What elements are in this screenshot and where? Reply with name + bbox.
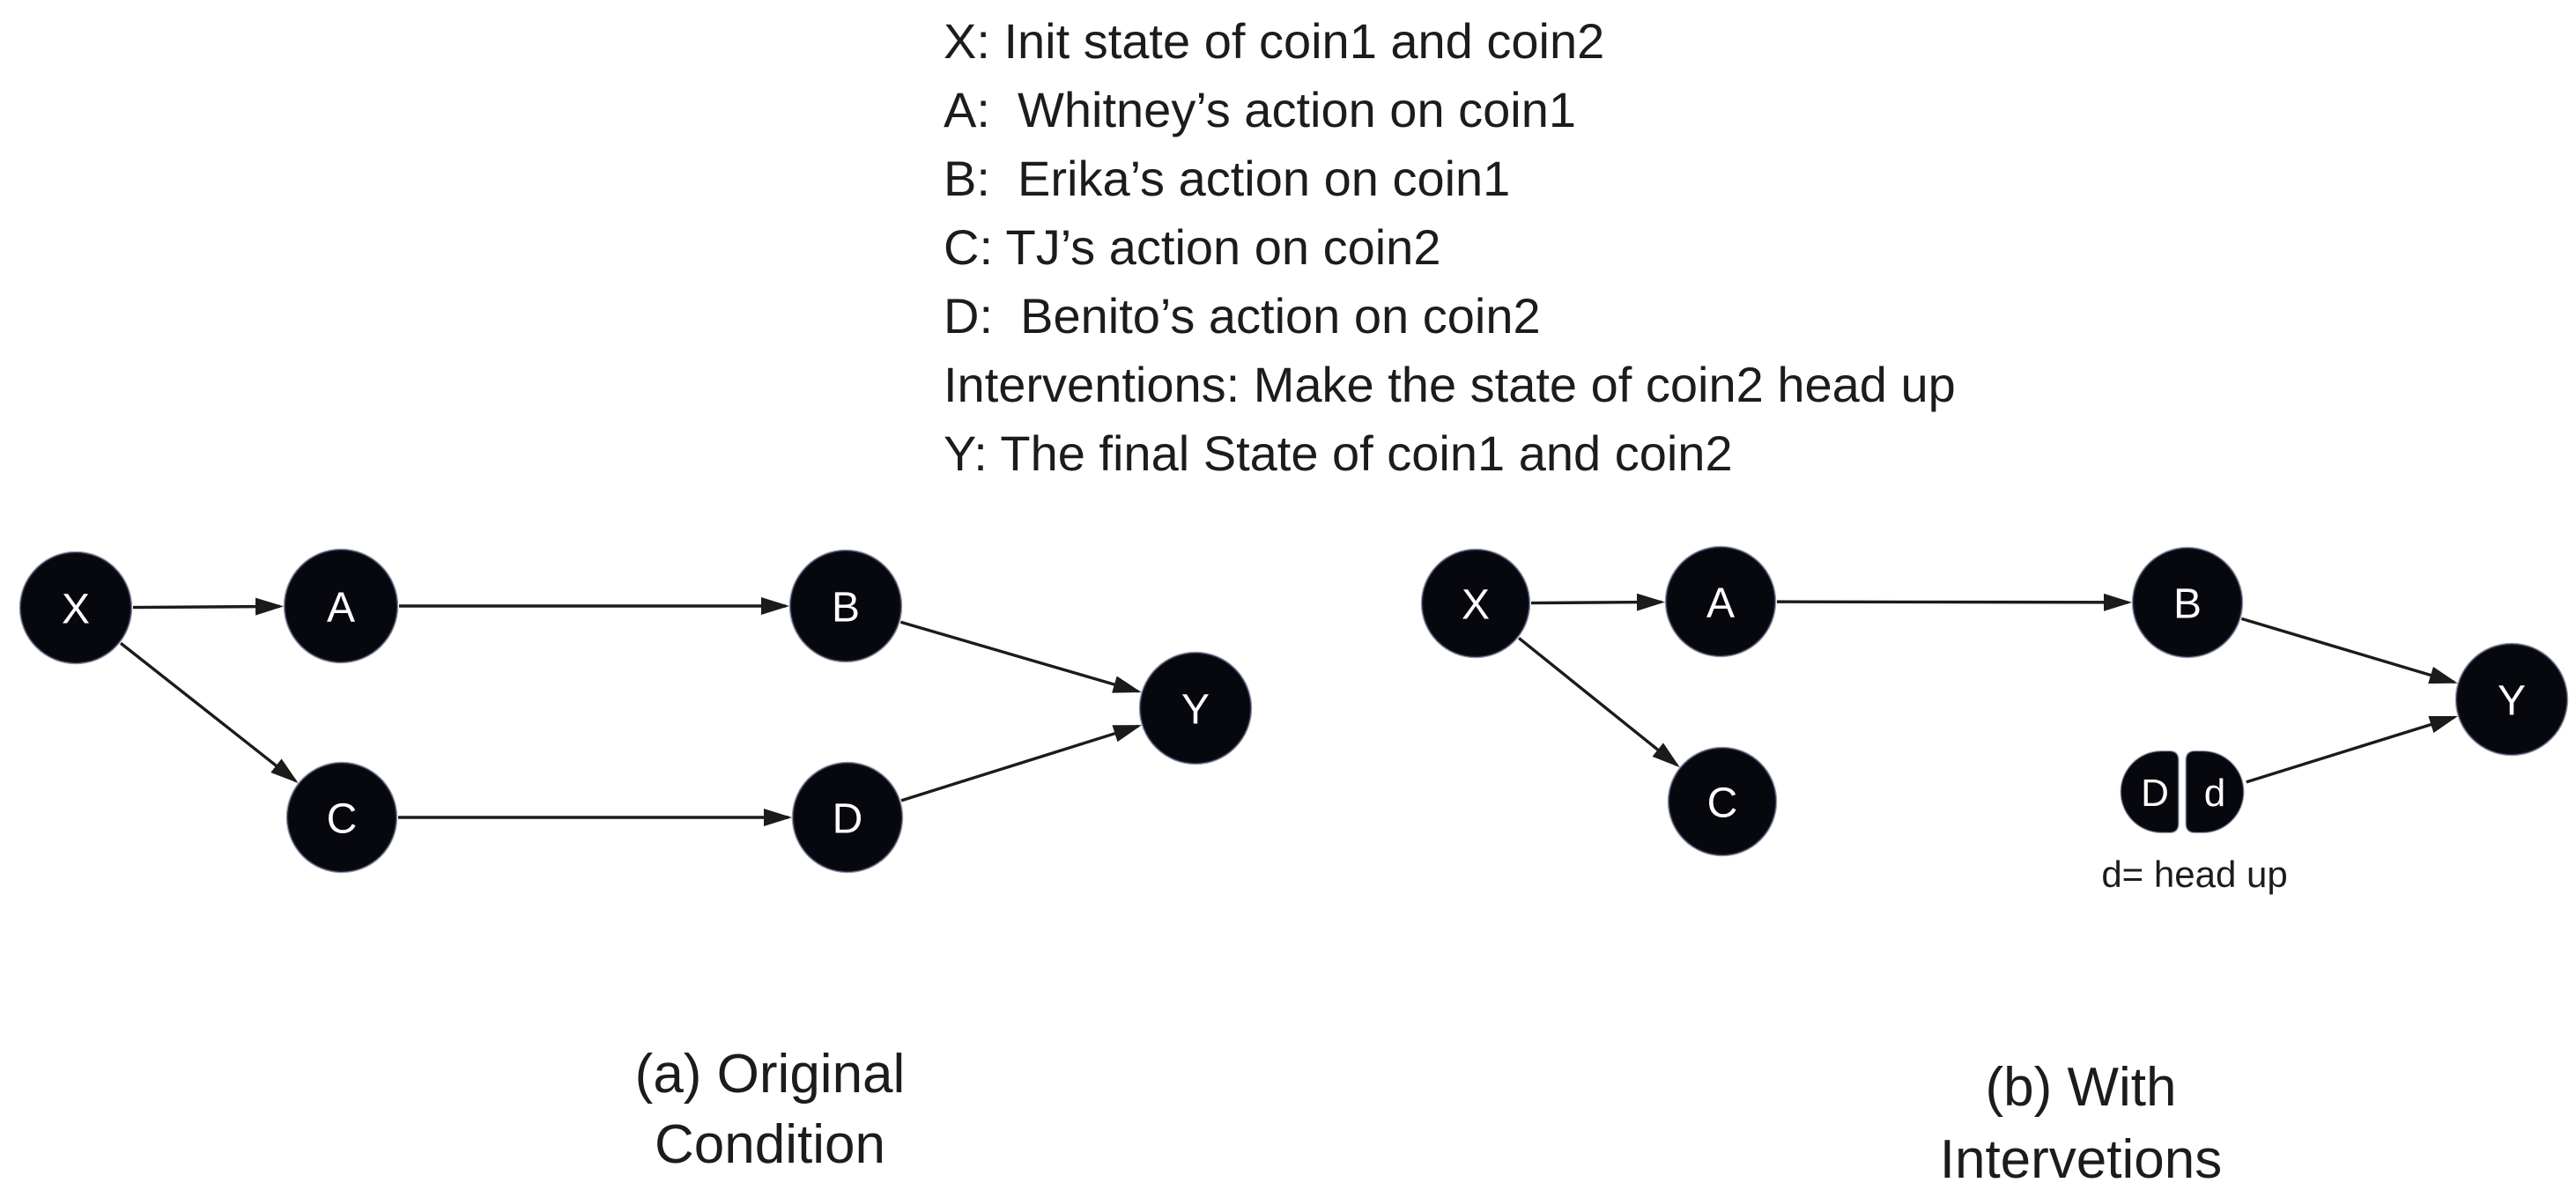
legend-line-interventions: Interventions: Make the state of coin2 h… [944, 357, 1956, 412]
caption-a-line2: Condition [655, 1114, 885, 1175]
node-circle-Y [1138, 651, 1253, 765]
node-circle-X [19, 551, 133, 665]
edge-d-Y [2246, 715, 2458, 784]
split-node-right-half [2185, 750, 2245, 833]
split-node-left-half [2120, 750, 2180, 833]
edge-X-C [1518, 637, 1680, 768]
node-label-B: B [832, 584, 860, 631]
caption-b-line1: (b) With [1985, 1057, 2177, 1118]
node-B: B [2131, 546, 2244, 659]
node-label-C: C [327, 795, 358, 842]
node-Y: Y [1138, 651, 1253, 765]
node-C: C [285, 761, 398, 874]
node-circle-A [1664, 545, 1777, 658]
legend-line-c: C: TJ’s action on coin2 [944, 219, 1441, 275]
legend-line-a: A: Whitney’s action on coin1 [944, 82, 1577, 137]
legend-line-d: D: Benito’s action on coin2 [944, 288, 1541, 344]
legend-line-x: X: Init state of coin1 and coin2 [944, 13, 1605, 69]
node-X: X [19, 551, 133, 665]
node-C: C [1667, 746, 1778, 857]
annotation-d-head-up: d= head up [2101, 854, 2287, 895]
node-label-X: X [62, 586, 90, 632]
graph-original-condition: X A B C D Y [19, 548, 1253, 874]
node-circle-Y [2454, 642, 2569, 757]
node-A: A [1664, 545, 1777, 658]
node-circle-C [285, 761, 398, 874]
edge-X-C [119, 641, 299, 784]
split-node-label-D: D [2141, 772, 2169, 815]
edge-B-Y [2240, 617, 2458, 684]
node-label-Y: Y [2498, 677, 2526, 724]
node-B: B [788, 549, 903, 663]
caption-graph-a: (a) Original Condition [488, 1039, 1052, 1180]
node-circle-C [1667, 746, 1778, 857]
node-circle-D [791, 761, 904, 874]
edge-D-Y [900, 724, 1142, 802]
node-X: X [1420, 548, 1531, 659]
legend-line-b: B: Erika’s action on coin1 [944, 151, 1511, 206]
caption-b-line2: Intervetions [1939, 1129, 2223, 1190]
node-label-A: A [327, 584, 355, 631]
node-A: A [283, 548, 399, 664]
edge-B-Y [899, 620, 1142, 693]
caption-a-line1: (a) Original [634, 1044, 906, 1105]
node-label-Y: Y [1181, 686, 1210, 733]
legend-line-y: Y: The final State of coin1 and coin2 [944, 425, 1733, 481]
node-Y: Y [2454, 642, 2569, 757]
node-label-B: B [2173, 580, 2202, 627]
node-circle-X [1420, 548, 1531, 659]
variable-legend: X: Init state of coin1 and coin2 A: Whit… [944, 7, 1956, 488]
node-circle-B [2131, 546, 2244, 659]
node-D: D [791, 761, 904, 874]
split-node-label-d: d [2204, 772, 2225, 815]
caption-graph-b: (b) With Intervetions [1799, 1052, 2363, 1190]
edge-X-A [132, 597, 285, 616]
node-label-A: A [1706, 580, 1735, 626]
node-label-D: D [833, 795, 863, 842]
node-circle-B [788, 549, 903, 663]
node-label-X: X [1462, 581, 1490, 628]
node-circle-A [283, 548, 399, 664]
node-label-C: C [1707, 780, 1738, 826]
